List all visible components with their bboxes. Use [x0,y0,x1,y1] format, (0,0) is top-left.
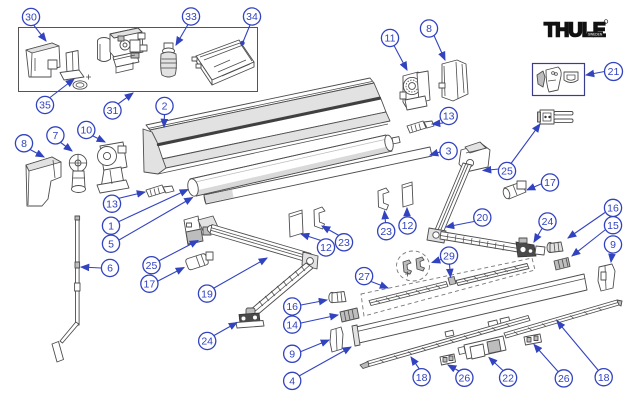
svg-text:35: 35 [39,100,51,112]
svg-text:2: 2 [162,101,168,113]
svg-text:18: 18 [416,372,428,384]
svg-text:SWEDEN: SWEDEN [588,33,603,37]
svg-text:26: 26 [459,373,471,385]
svg-text:13: 13 [443,111,455,123]
svg-text:14: 14 [286,319,298,331]
svg-text:9: 9 [289,349,295,361]
svg-text:22: 22 [502,373,514,385]
svg-text:34: 34 [246,11,258,23]
svg-text:21: 21 [608,66,620,78]
svg-text:7: 7 [52,130,58,142]
svg-text:24: 24 [542,216,554,228]
svg-text:31: 31 [107,105,119,117]
svg-text:8: 8 [426,23,432,35]
svg-text:13: 13 [106,198,118,210]
svg-text:24: 24 [201,336,213,348]
svg-text:25: 25 [146,260,158,272]
svg-text:29: 29 [443,250,455,262]
svg-text:17: 17 [544,177,556,189]
svg-text:9: 9 [610,239,616,251]
svg-text:4: 4 [289,376,295,388]
svg-text:1: 1 [108,220,114,232]
svg-text:6: 6 [107,263,113,275]
svg-text:THULE: THULE [544,20,606,42]
svg-text:23: 23 [338,237,350,249]
svg-text:16: 16 [607,203,619,215]
svg-text:30: 30 [25,12,37,24]
svg-text:5: 5 [108,238,114,250]
svg-text:12: 12 [320,242,332,254]
svg-text:18: 18 [598,372,610,384]
svg-text:11: 11 [385,33,396,45]
svg-text:33: 33 [185,11,197,23]
svg-text:8: 8 [21,138,27,150]
svg-text:27: 27 [358,271,370,283]
svg-text:23: 23 [380,226,392,238]
svg-text:17: 17 [144,278,156,290]
svg-text:3: 3 [446,146,452,158]
svg-text:15: 15 [607,220,619,232]
svg-text:16: 16 [286,301,298,313]
svg-text:12: 12 [402,220,414,232]
svg-text:20: 20 [476,212,488,224]
svg-text:25: 25 [501,166,513,178]
svg-text:26: 26 [558,373,570,385]
svg-text:10: 10 [80,125,92,137]
svg-text:19: 19 [201,288,213,300]
